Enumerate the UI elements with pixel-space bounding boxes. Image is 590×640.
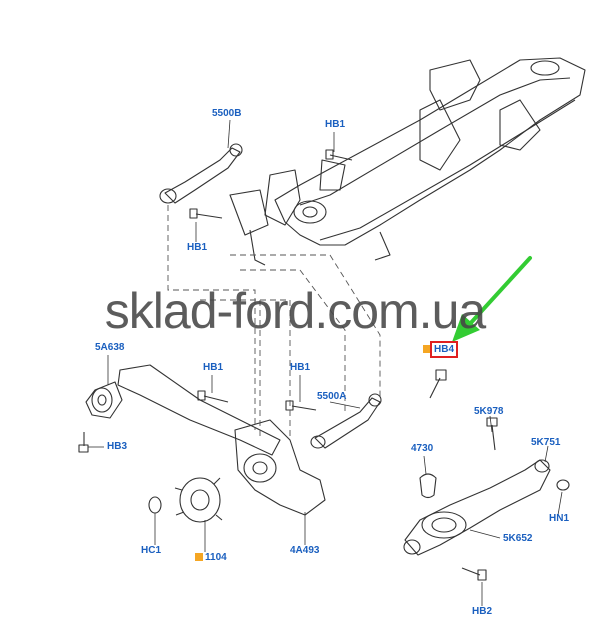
leader-lines [88, 119, 563, 606]
knuckle-drawing [234, 419, 326, 516]
lower-arm-5k652-drawing [403, 459, 551, 556]
dashed-guide-lines [167, 205, 381, 440]
callout-5k751[interactable]: 5K751 [531, 437, 561, 448]
callout-5a638[interactable]: 5A638 [95, 342, 125, 353]
orange-square-icon [195, 553, 203, 561]
bump-stop-drawing [419, 473, 437, 499]
callout-hb1-left[interactable]: HB1 [187, 242, 208, 253]
callout-hn1[interactable]: HN1 [549, 513, 570, 524]
callout-5500a[interactable]: 5500A [317, 391, 347, 402]
callout-5500b[interactable]: 5500B [212, 108, 242, 119]
callout-hb1-mid-left[interactable]: HB1 [203, 362, 224, 373]
callout-hb1-mid-right[interactable]: HB1 [290, 362, 311, 373]
callout-5k652[interactable]: 5K652 [503, 533, 533, 544]
callout-4730[interactable]: 4730 [411, 443, 434, 454]
callout-4a493[interactable]: 4A493 [290, 545, 320, 556]
callout-hb4-text: HB4 [429, 341, 459, 358]
trailing-arm-drawing [85, 364, 281, 456]
callout-hc1[interactable]: HC1 [141, 545, 162, 556]
green-arrow-icon [452, 256, 532, 342]
callout-1104-text: 1104 [205, 552, 227, 563]
hub-drawing [174, 477, 223, 523]
callout-5k978[interactable]: 5K978 [474, 406, 504, 417]
callout-hb2[interactable]: HB2 [472, 606, 493, 617]
callout-hb3[interactable]: HB3 [107, 441, 128, 452]
subframe-drawing [229, 57, 586, 266]
upper-arm-5500b-drawing [159, 143, 243, 204]
callout-1104[interactable]: 1104 [195, 552, 227, 564]
callout-hb4[interactable]: HB4 [423, 341, 459, 358]
bolt-drawings [78, 149, 570, 581]
callout-hb1-top[interactable]: HB1 [325, 119, 346, 130]
link-5500a-drawing [310, 393, 382, 449]
orange-square-icon [423, 345, 431, 353]
